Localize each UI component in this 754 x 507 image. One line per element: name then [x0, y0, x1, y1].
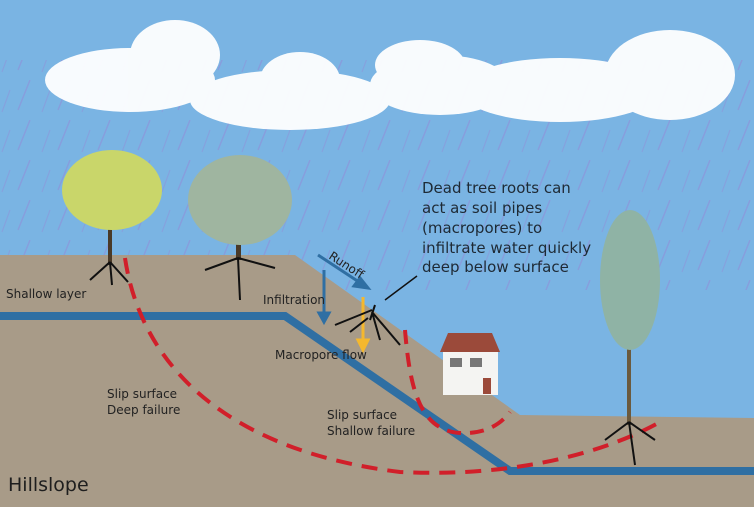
macropore-arrow — [355, 297, 371, 354]
tree-middle — [188, 155, 292, 301]
label-deep-2: Deep failure — [107, 403, 180, 417]
callout-pointer — [384, 275, 418, 301]
shallow-slip-surface — [403, 329, 512, 436]
label-infiltration: Infiltration — [263, 293, 325, 307]
dead-tree-roots — [334, 304, 401, 346]
tree-left — [62, 150, 162, 286]
house — [440, 333, 500, 395]
clouds — [45, 20, 735, 130]
infiltration-arrow — [316, 270, 332, 326]
callout-text: Dead tree roots can act as soil pipes (m… — [422, 179, 591, 276]
label-deep-1: Slip surface — [107, 387, 177, 401]
callout-line: Dead tree roots can — [422, 179, 571, 197]
callout-line: deep below surface — [422, 258, 569, 276]
label-macropore-flow: Macropore flow — [275, 348, 367, 362]
callout-line: (macropores) to — [422, 219, 542, 237]
deep-slip-surface — [123, 257, 661, 475]
diagram-title: Hillslope — [8, 474, 89, 496]
callout-line: act as soil pipes — [422, 199, 542, 217]
label-shallow-2: Shallow failure — [327, 424, 415, 438]
label-shallow-1: Slip surface — [327, 408, 397, 422]
label-shallow-layer: Shallow layer — [6, 287, 86, 301]
tree-right — [600, 210, 660, 466]
runoff-arrow — [317, 253, 372, 291]
callout-line: infiltrate water quickly — [422, 239, 591, 257]
